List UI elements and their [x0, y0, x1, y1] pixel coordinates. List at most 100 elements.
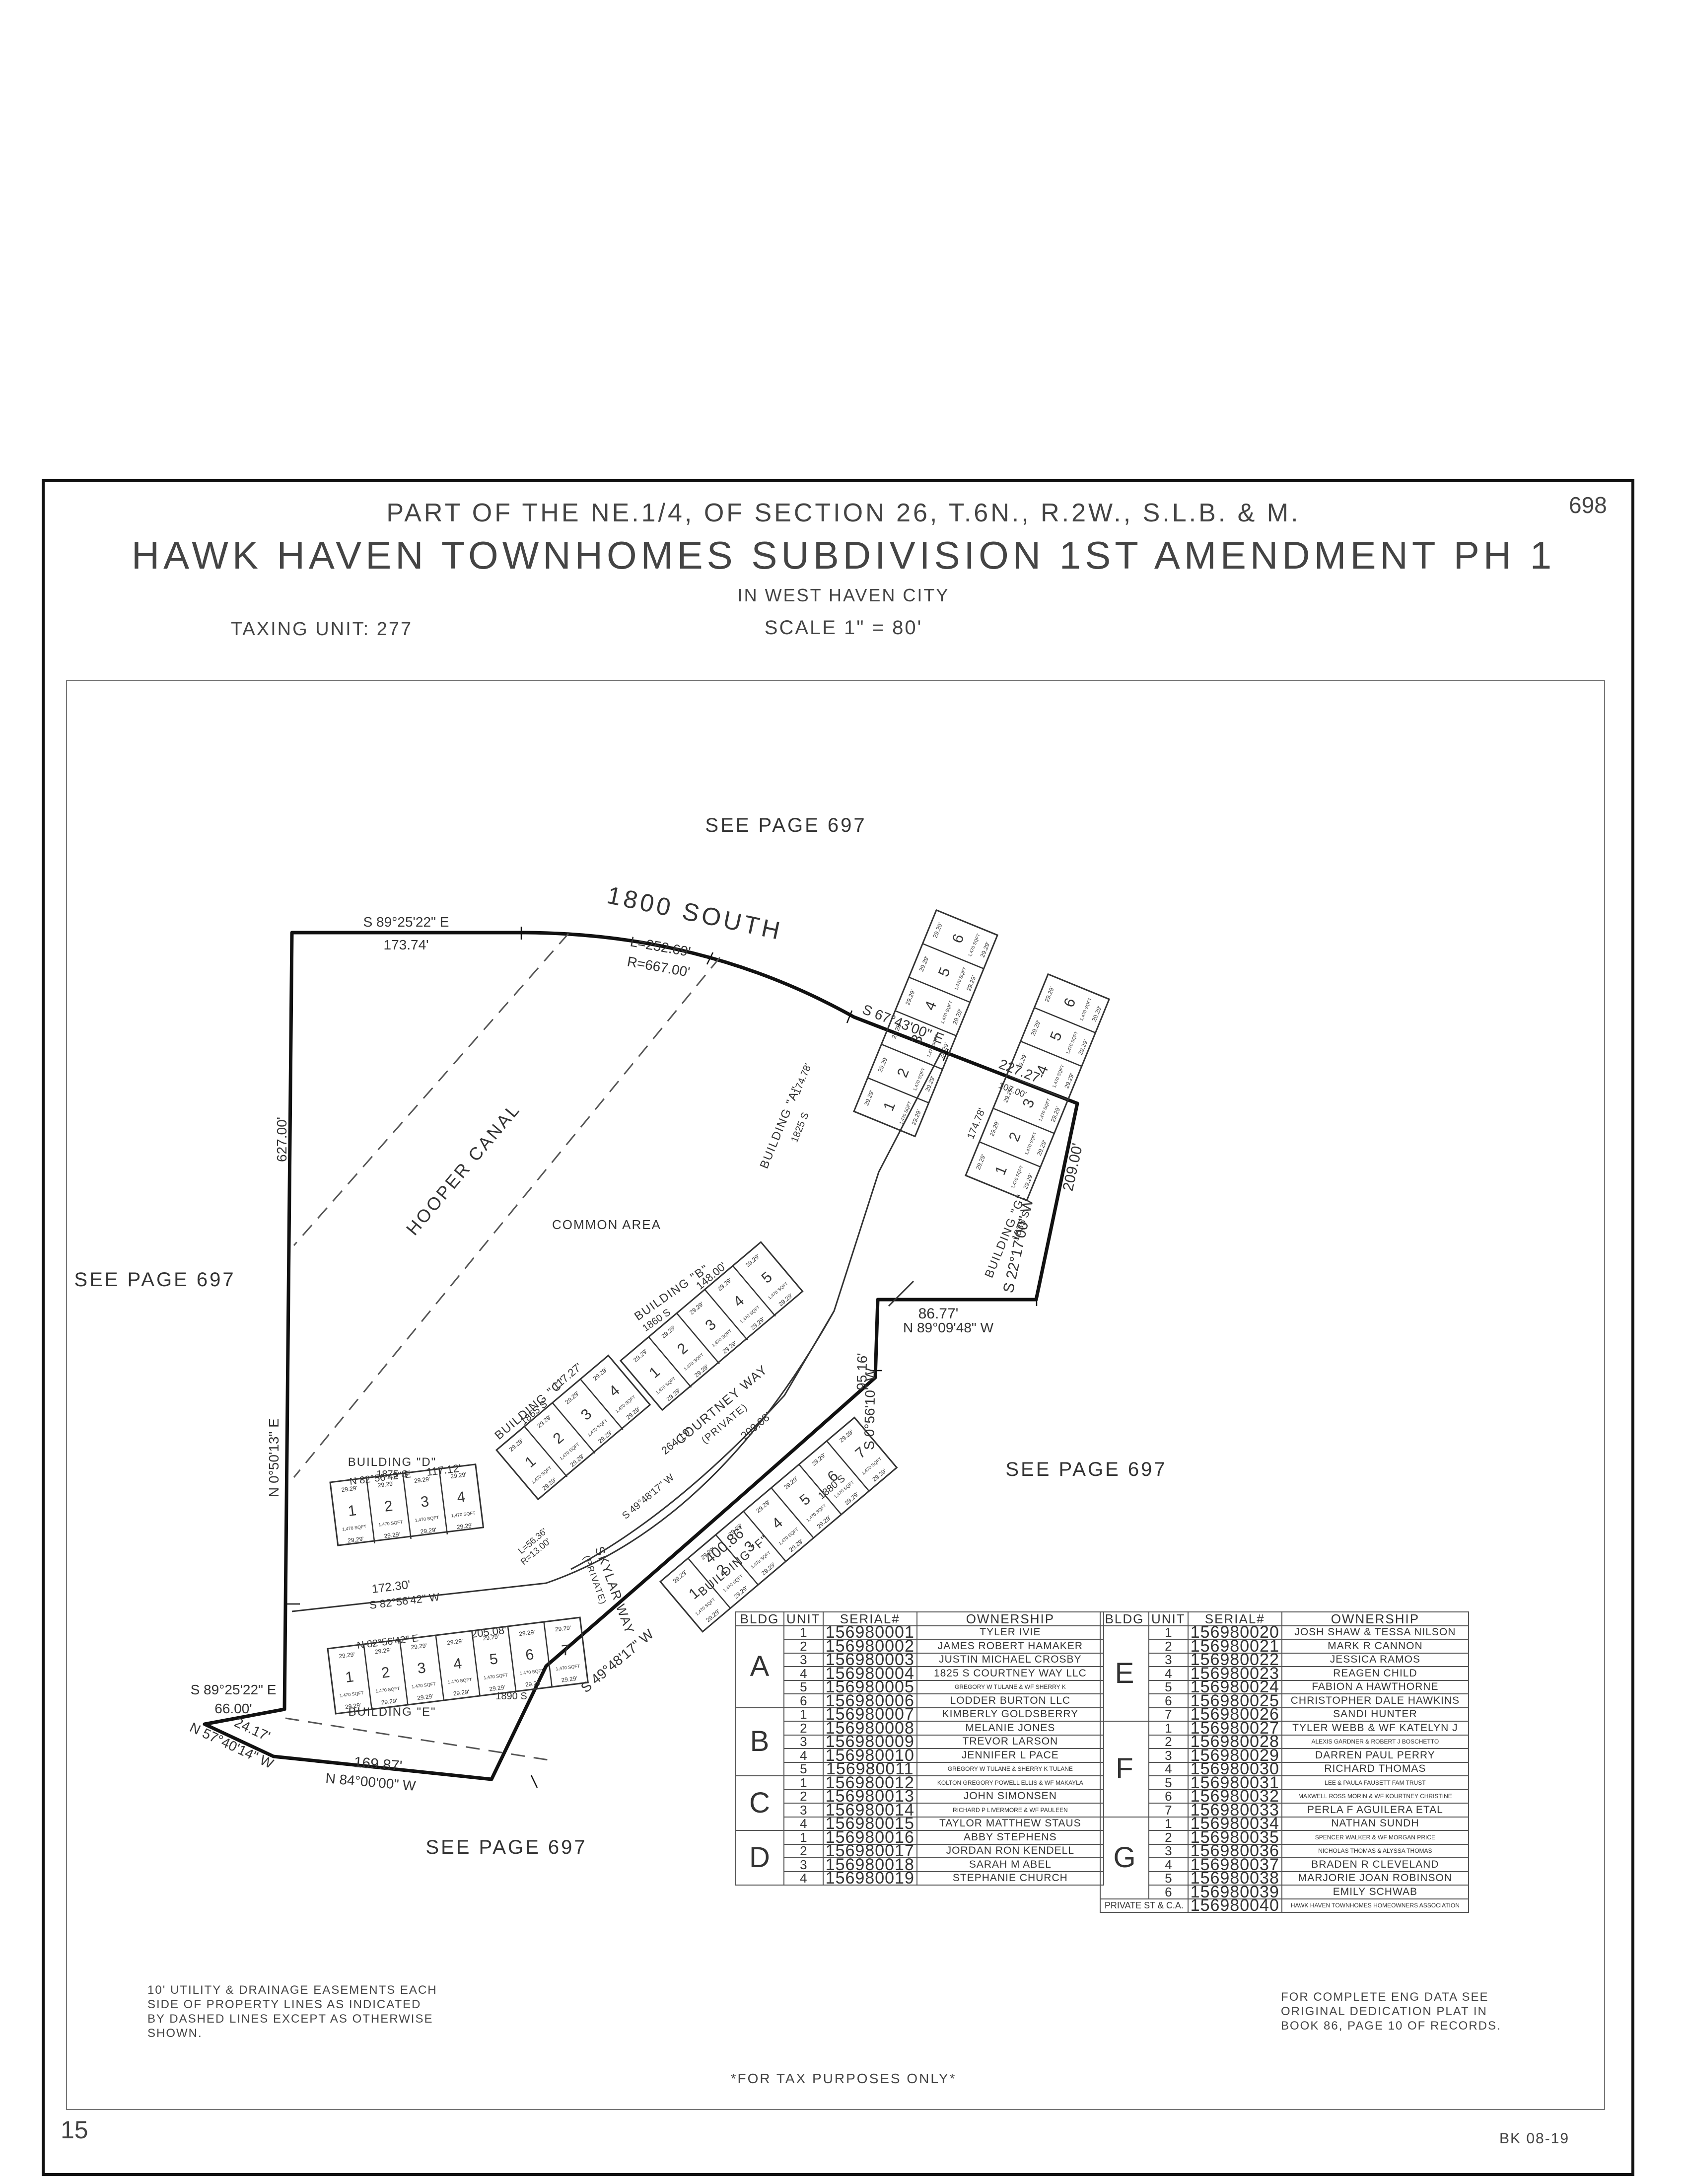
owner-name: RICHARD THOMAS [1281, 1761, 1469, 1776]
serial-number: 156980016 [822, 1829, 917, 1845]
private-street-serial: 156980040 [1187, 1897, 1282, 1914]
owner-name: STEPHANIE CHURCH [916, 1871, 1104, 1886]
building-e-label: BUILDING "E" [348, 1705, 436, 1719]
unit-number-label: 1 [880, 1099, 899, 1113]
serial-number: 156980004 [822, 1665, 917, 1681]
serial-number: 156980002 [822, 1638, 917, 1654]
serial-number: 156980014 [822, 1802, 917, 1818]
building-letter: A [735, 1625, 784, 1708]
see-page-left-label: SEE PAGE 697 [74, 1269, 235, 1291]
unit-area-label: 1,470 SQFT [447, 1677, 472, 1685]
serial-number: 156980019 [822, 1870, 917, 1887]
building-letter: E [1100, 1625, 1149, 1722]
unit-divider [648, 1336, 692, 1388]
unit-width-label: 29.29' [931, 922, 944, 939]
unit-divider [895, 1010, 957, 1036]
unit-width-label: 29.29' [384, 1531, 401, 1540]
serial-number: 156980010 [822, 1747, 917, 1763]
unit-number-label: 5 [489, 1651, 499, 1668]
unit-width-label: 29.29' [632, 1348, 649, 1364]
unit-number: 6 [783, 1693, 824, 1708]
unit-number: 2 [1148, 1734, 1189, 1749]
dim-bldg-g-distance: 174.78' [965, 1106, 987, 1140]
serial-number: 156980038 [1187, 1870, 1282, 1887]
serial-number: 156980008 [822, 1720, 917, 1736]
unit-width-label: 29.29' [489, 1684, 506, 1693]
unit-width-label: 29.29' [918, 955, 930, 972]
owner-name: SANDI HUNTER [1281, 1707, 1469, 1722]
section-description: PART OF THE NE.1/4, OF SECTION 26, T.6N.… [386, 499, 1301, 527]
unit-number-label: 1 [522, 1453, 539, 1471]
serial-number: 156980039 [1187, 1884, 1282, 1900]
owner-name: SARAH M ABEL [916, 1857, 1104, 1872]
unit-number-label: 1 [345, 1669, 355, 1686]
unit-number: 6 [1148, 1693, 1189, 1708]
unit-width-label: 29.29' [1043, 986, 1055, 1003]
unit-width-label: 29.29' [732, 1585, 749, 1601]
serial-number: 156980003 [822, 1652, 917, 1668]
col-bldg: BLDG [735, 1611, 784, 1626]
unit-width-label: 29.29' [975, 1153, 987, 1170]
unit-number-label: 6 [525, 1646, 535, 1664]
unit-number: 1 [783, 1707, 824, 1722]
unit-number-label: 2 [550, 1429, 567, 1447]
unit-number: 1 [1148, 1816, 1189, 1831]
serial-number: 156980027 [1187, 1720, 1282, 1736]
unit-number-label: 7 [561, 1642, 571, 1659]
owner-name: JESSICA RAMOS [1281, 1652, 1469, 1667]
serial-number: 156980013 [822, 1788, 917, 1805]
unit-width-label: 29.29' [525, 1679, 542, 1688]
unit-width-label: 29.29' [555, 1624, 571, 1633]
unit-area-label: 1,470 SQFT [912, 1067, 926, 1092]
serial-number: 156980032 [1187, 1788, 1282, 1805]
unit-number-label: 5 [935, 965, 954, 979]
serial-number: 156980036 [1187, 1843, 1282, 1859]
unit-width-label: 29.29' [374, 1646, 391, 1655]
serial-number: 156980012 [822, 1774, 917, 1791]
serial-number: 156980037 [1187, 1856, 1282, 1873]
unit-width-label: 29.29' [810, 1452, 827, 1467]
serial-number: 156980009 [822, 1734, 917, 1750]
dim-w2-distance: 66.00' [214, 1701, 252, 1716]
unit-divider [1034, 1007, 1096, 1033]
unit-divider [922, 943, 984, 969]
dim-bottom-bearing: N 84°00'00" W [325, 1770, 417, 1794]
taxing-unit: TAXING UNIT: 277 [231, 619, 413, 640]
unit-divider [715, 1534, 759, 1586]
eng-data-note: FOR COMPLETE ENG DATA SEE ORIGINAL DEDIC… [1281, 1990, 1501, 2033]
serial-number: 156980001 [822, 1624, 917, 1641]
col-unit: UNIT [1148, 1611, 1189, 1626]
unit-width-label: 29.29' [446, 1637, 463, 1646]
owner-name: NATHAN SUNDH [1281, 1816, 1469, 1831]
serial-number: 156980021 [1187, 1638, 1282, 1654]
unit-width-label: 29.29' [660, 1324, 677, 1340]
col-serial: SERIAL# [822, 1611, 917, 1626]
unit-number: 2 [783, 1789, 824, 1804]
unit-area-label: 1,470 SQFT [1038, 1097, 1052, 1122]
owner-name: GREGORY W TULANE & SHERRY K TULANE [916, 1761, 1104, 1776]
owner-name: JOSH SHAW & TESSA NILSON [1281, 1625, 1469, 1640]
see-page-right-label: SEE PAGE 697 [1005, 1458, 1167, 1480]
unit-number: 3 [1148, 1843, 1189, 1858]
owner-name: BRADEN R CLEVELAND [1281, 1857, 1469, 1872]
unit-divider [580, 1379, 624, 1430]
owner-name: MARK R CANNON [1281, 1639, 1469, 1654]
unit-divider [471, 1630, 481, 1697]
unit-divider [438, 1468, 448, 1534]
